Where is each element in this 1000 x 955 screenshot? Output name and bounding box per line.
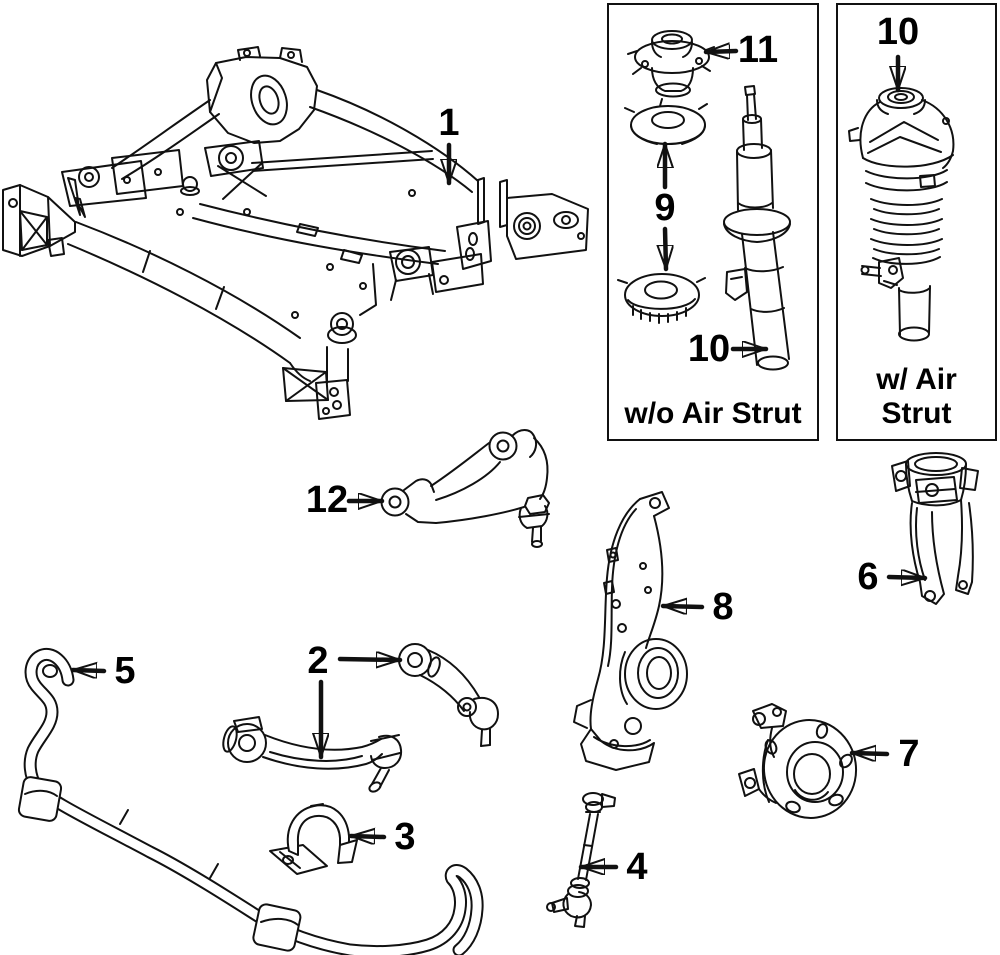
callout-6-label: 6 [857, 556, 879, 598]
panel-without-air-strut: w/o Air Strut [607, 3, 819, 441]
subframe-crossmember-drawing [2, 46, 589, 420]
panel-with-air-strut: w/ Air Strut [836, 3, 997, 441]
wheel-hub-drawing [738, 703, 858, 819]
panel-with-air-strut-caption: w/ Air Strut [876, 363, 957, 430]
callout-9-arrow-down [665, 226, 666, 272]
strut-drawing [723, 85, 791, 371]
callout-2-arrow-right [337, 659, 403, 660]
stabilizer-link-drawing [546, 792, 616, 928]
callout-9-label: 9 [654, 187, 676, 229]
callout-3-arrow [348, 836, 387, 837]
callout-arrows [70, 51, 928, 867]
callout-7-arrow [849, 753, 890, 754]
stabilizer-bar-drawing [17, 648, 484, 955]
callout-8-arrow [660, 606, 705, 607]
callout-6-arrow [886, 577, 928, 578]
callout-1-label: 1 [438, 102, 460, 144]
callout-10-strut-label: 10 [687, 328, 731, 370]
upper-control-arm-drawing [380, 429, 550, 548]
callout-11-label: 11 [737, 29, 779, 71]
air-strut-drawing [848, 87, 955, 342]
callout-12-label: 12 [305, 479, 349, 521]
callout-11-arrow [703, 51, 739, 52]
callout-10-air-strut-label: 10 [876, 11, 920, 53]
callout-7-label: 7 [898, 733, 920, 775]
panel-without-air-strut-caption: w/o Air Strut [624, 397, 802, 430]
callout-5-label: 5 [114, 650, 136, 692]
strut-fork-drawing [891, 452, 979, 605]
callout-4-label: 4 [626, 846, 648, 888]
steering-knuckle-drawing [573, 491, 688, 771]
lower-control-arms-drawing [222, 643, 499, 793]
callout-5-arrow [70, 670, 107, 671]
callout-2-label: 2 [307, 640, 329, 682]
stabilizer-bracket-drawing [269, 803, 358, 875]
callout-3-label: 3 [394, 816, 416, 858]
callout-8-label: 8 [712, 586, 734, 628]
